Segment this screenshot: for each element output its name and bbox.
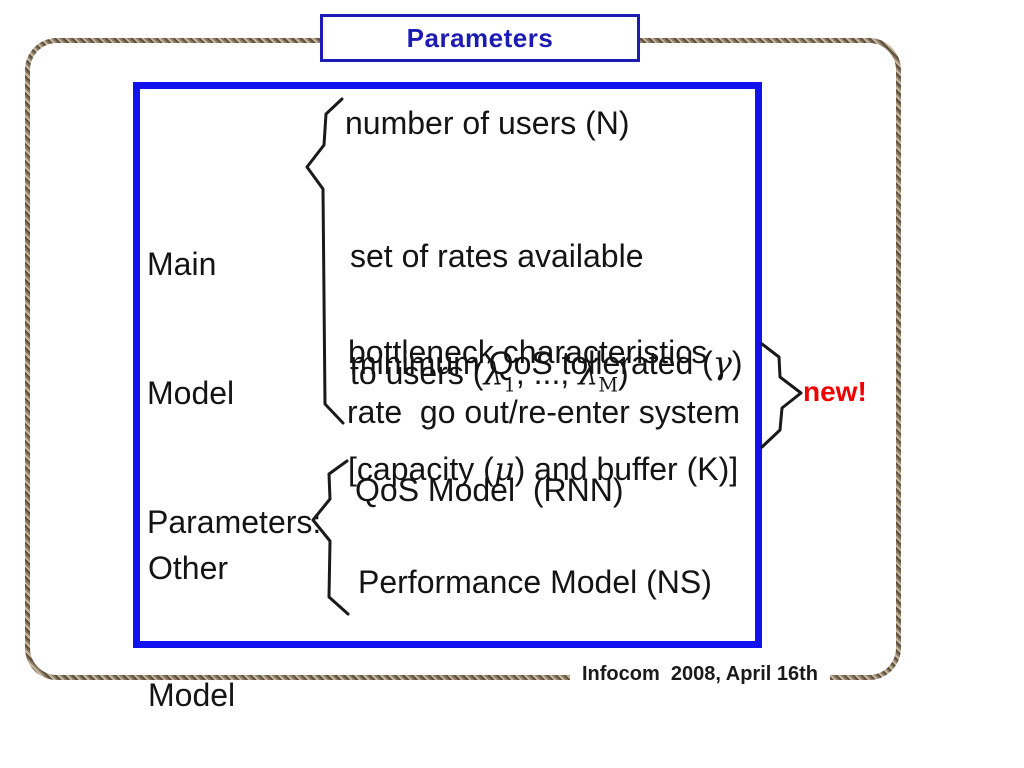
item-rate-reenter: rate go out/re-enter system	[347, 394, 741, 430]
lambda-symbol: λ	[483, 354, 504, 392]
other-model-parameters-label: Other Model Parameters:	[148, 550, 236, 713]
page-title: Parameters	[406, 22, 554, 53]
item-set-of-rates-line2: to users (λ1, ..., λM)	[350, 354, 629, 397]
item-performance-model: Performance Model (NS)	[358, 564, 712, 600]
content-box	[133, 82, 762, 648]
footer-conference-date: Infocom 2008, April 16th	[570, 663, 830, 686]
new-annotation: new!	[803, 376, 867, 407]
gamma-symbol: γ	[712, 344, 732, 382]
item-qos-model: QoS Model (RNN)	[355, 472, 624, 508]
title-box: Parameters	[320, 14, 640, 62]
item-bottleneck-line2: [capacity (μ) and buffer (K)]	[348, 450, 739, 488]
lambda-symbol: λ	[578, 354, 599, 392]
item-minimum-qos: minimum QoS tollerated (γ)	[350, 344, 743, 382]
item-bottleneck: bottleneck characteristics [capacity (μ)…	[348, 334, 739, 488]
item-number-of-users: number of users (N)	[345, 105, 630, 141]
main-model-parameters-label: Main Model Parameters:	[147, 246, 322, 540]
mu-symbol: μ	[493, 450, 515, 488]
item-set-of-rates: set of rates available to users (λ1, ...…	[350, 238, 644, 397]
